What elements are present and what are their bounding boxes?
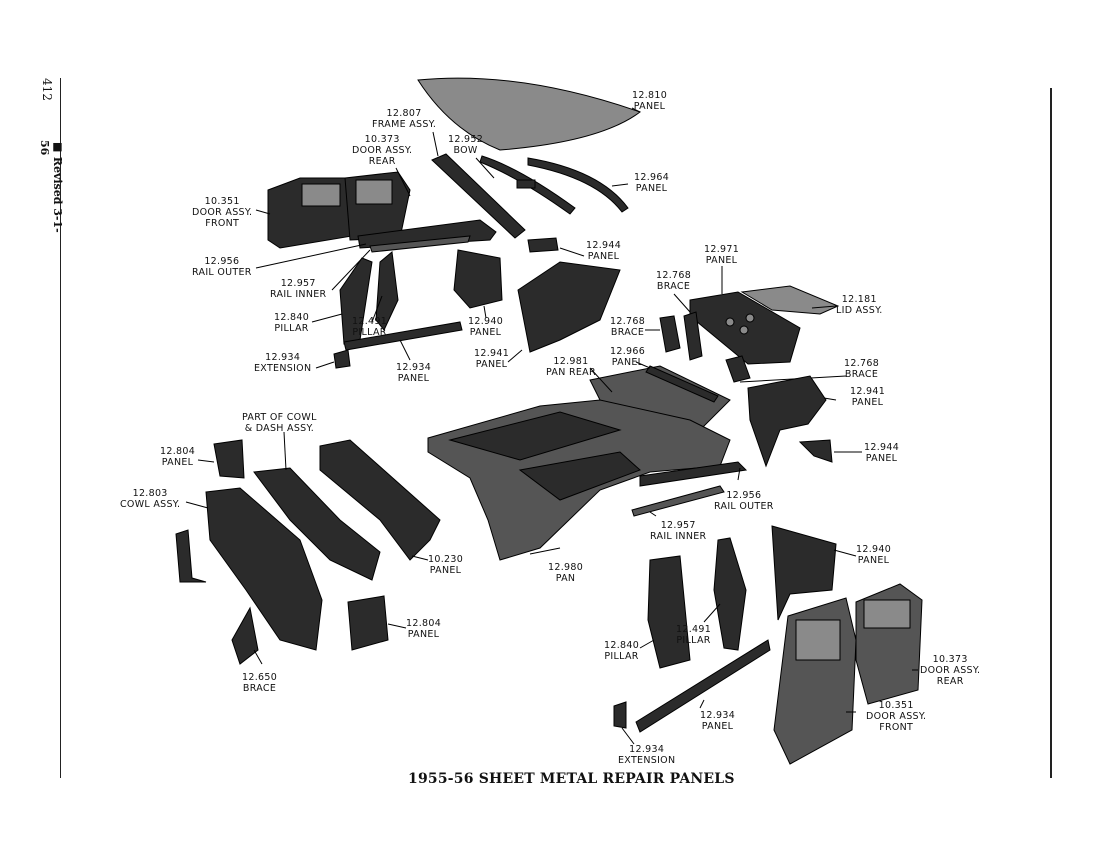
- label-panel-12940-top: 12.940 PANEL: [468, 316, 504, 338]
- frame-assy-shape: [431, 153, 526, 239]
- label-panel-12941-top: 12.941 PANEL: [474, 348, 510, 370]
- label-extension-bottom: 12.934 EXTENSION: [618, 744, 676, 766]
- panel-12804-top-shape: [213, 439, 245, 479]
- rail-outer-right-shape: [639, 461, 748, 487]
- brace-12650-shape: [231, 606, 259, 665]
- label-pillar-12840-top: 12.840 PILLAR: [274, 312, 310, 334]
- label-cowl-12803: 12.803 COWL ASSY.: [120, 488, 181, 510]
- label-door-rear-bottom: 10.373 DOOR ASSY. REAR: [920, 654, 981, 687]
- panel-12944-top-shape: [527, 237, 559, 253]
- panel-12804-bottom-shape: [347, 595, 389, 651]
- panel-12966-shape: [645, 365, 719, 403]
- quarter-panel-12941-top-shape: [517, 261, 621, 353]
- label-panel-12944-top: 12.944 PANEL: [586, 240, 622, 262]
- dash-panel-10230-shape: [319, 439, 441, 561]
- label-panel-12971: 12.971 PANEL: [704, 244, 740, 266]
- pillar-12840-top-shape: [339, 257, 373, 345]
- label-panel-12804-top: 12.804 PANEL: [160, 446, 196, 468]
- label-panel-12810: 12.810 PANEL: [632, 90, 668, 112]
- pillar-12491-bottom-shape: [713, 537, 747, 651]
- label-cowl-part: PART OF COWL & DASH ASSY.: [242, 412, 317, 434]
- label-panel-12934-top: 12.934 PANEL: [396, 362, 432, 384]
- label-rail-inner-right: 12.957 RAIL INNER: [650, 520, 707, 542]
- roof-panel-shape: [417, 77, 642, 151]
- roof-panel-12964-shape: [527, 157, 629, 213]
- label-panel-10230: 10.230 PANEL: [428, 554, 464, 576]
- left-margin-rule: [60, 78, 61, 778]
- label-rail-outer-top: 12.956 RAIL OUTER: [192, 256, 252, 278]
- side-bracket-shape: [175, 529, 207, 583]
- rail-inner-right-shape: [631, 485, 725, 517]
- brace-a-shape: [683, 311, 703, 361]
- pillar-12840-bottom-shape: [647, 555, 691, 669]
- label-pillar-12491-bottom: 12.491 PILLAR: [676, 624, 712, 646]
- label-brace-12768-a: 12.768 BRACE: [656, 270, 692, 292]
- small-bracket-shape: [516, 179, 536, 189]
- label-panel-12934-bottom: 12.934 PANEL: [700, 710, 736, 732]
- label-pan-rear-12981: 12.981 PAN REAR: [546, 356, 596, 378]
- label-panel-12804-bottom: 12.804 PANEL: [406, 618, 442, 640]
- cowl-dash-shape: [253, 467, 381, 581]
- label-door-front-top: 10.351 DOOR ASSY. FRONT: [192, 196, 253, 229]
- revision-note: ■ Revised 3-1-56: [38, 140, 64, 233]
- rail-inner-top-shape: [369, 235, 471, 253]
- label-rail-outer-right: 12.956 RAIL OUTER: [714, 490, 774, 512]
- panel-12940-top-shape: [453, 249, 503, 309]
- label-brace-12768-c: 12.768 BRACE: [844, 358, 880, 380]
- label-brace-12768-b: 12.768 BRACE: [610, 316, 646, 338]
- extension-top-shape: [333, 349, 351, 369]
- label-pan-12980: 12.980 PAN: [548, 562, 584, 584]
- extension-bottom-shape: [613, 701, 627, 729]
- trunk-lid-shape: [740, 285, 840, 315]
- label-panel-12940-right: 12.940 PANEL: [856, 544, 892, 566]
- quarter-panel-12941-right-shape: [747, 375, 827, 468]
- label-extension-top: 12.934 EXTENSION: [254, 352, 312, 374]
- page-number: 412: [40, 78, 54, 101]
- label-pillar-12491-top: 12.491 PILLAR: [352, 316, 388, 338]
- brace-c-shape: [725, 355, 751, 383]
- label-panel-12966: 12.966 PANEL: [610, 346, 646, 368]
- rocker-panel-top-shape: [343, 321, 463, 351]
- rocker-panel-bottom-shape: [635, 639, 771, 733]
- label-panel-12944-right: 12.944 PANEL: [864, 442, 900, 464]
- brace-b-shape: [659, 315, 681, 353]
- panel-12940-right-shape: [771, 525, 837, 621]
- label-panel-12941-right: 12.941 PANEL: [850, 386, 886, 408]
- label-panel-12964: 12.964 PANEL: [634, 172, 670, 194]
- label-door-rear-top: 10.373 DOOR ASSY. REAR: [352, 134, 413, 167]
- label-frame-12807: 12.807 FRAME ASSY.: [372, 108, 437, 130]
- panel-12944-right-shape: [798, 439, 833, 463]
- label-pillar-12840-bottom: 12.840 PILLAR: [604, 640, 640, 662]
- cowl-assy-shape: [205, 487, 323, 651]
- figure-caption: 1955-56 SHEET METAL REPAIR PANELS: [408, 771, 735, 787]
- label-bow-12952: 12.952 BOW: [448, 134, 484, 156]
- right-margin-rule: [1050, 88, 1052, 778]
- label-door-front-bottom: 10.351 DOOR ASSY. FRONT: [866, 700, 927, 733]
- label-rail-inner-top: 12.957 RAIL INNER: [270, 278, 327, 300]
- label-lid-12181: 12.181 LID ASSY.: [836, 294, 883, 316]
- label-brace-12650: 12.650 BRACE: [242, 672, 278, 694]
